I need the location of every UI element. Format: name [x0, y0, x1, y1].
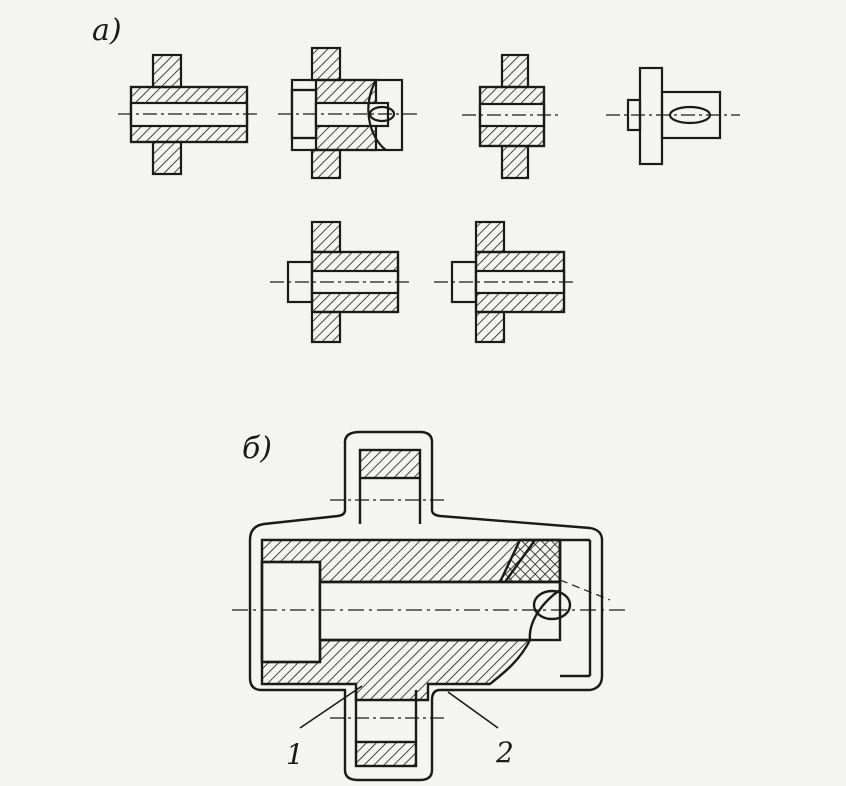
callout-1: 1	[286, 738, 304, 771]
leader-line-1	[299, 685, 363, 729]
variant-a4-view	[606, 66, 740, 166]
variant-a5-section	[270, 220, 412, 344]
callout-2: 2	[495, 736, 514, 769]
variant-a3-section	[462, 53, 560, 180]
assembly-section	[232, 430, 626, 782]
leader-line-2	[447, 691, 499, 729]
variant-a2-section	[278, 46, 420, 180]
variant-a1-section	[118, 53, 258, 176]
variant-a6-section	[434, 220, 576, 344]
part-b-label: б)	[242, 431, 272, 466]
housing-contour	[248, 430, 604, 782]
part-a-label: а)	[92, 13, 122, 48]
